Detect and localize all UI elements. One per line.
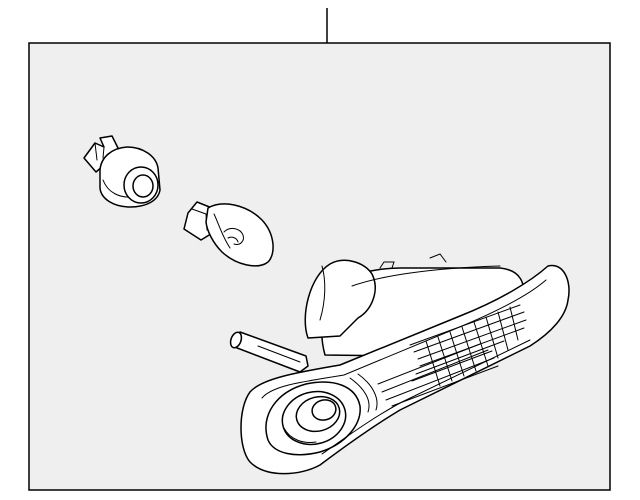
diagram-panel	[28, 42, 611, 491]
socket-part	[83, 135, 161, 208]
bulb-part	[183, 201, 274, 267]
signal-lamp-assembly-part	[229, 253, 570, 475]
